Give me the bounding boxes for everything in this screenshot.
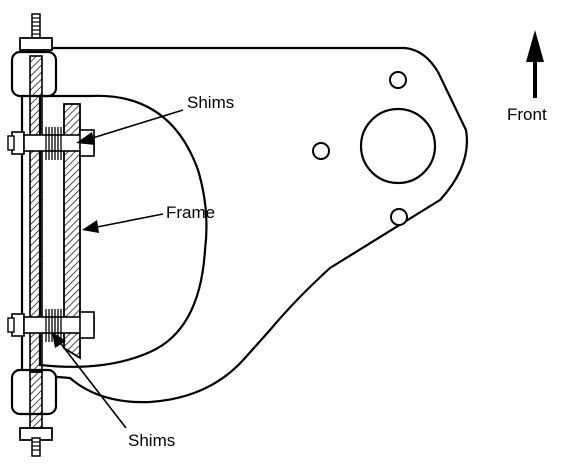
frame-member [63,103,81,360]
label-front: Front [507,105,547,124]
lower-stud-thread [31,437,41,457]
upper-nut [19,37,53,51]
label-shims-top: Shims [187,93,234,112]
arrow-up-icon [526,30,544,98]
mounting-hole-top [389,71,407,89]
mounting-hole-left [312,142,330,160]
leader-frame [82,213,164,233]
control-arm-cutout [38,94,208,368]
lower-bushing-shaft [29,371,43,429]
mounting-hole-bottom [390,208,408,226]
leader-shims-top [76,109,184,145]
label-frame: Frame [166,203,215,222]
ball-joint-hole [359,107,437,185]
upper-shim-stack [45,127,62,160]
leader-shims-bottom [52,332,127,429]
label-shims-bottom: Shims [128,431,175,450]
lower-bolt [7,311,95,339]
